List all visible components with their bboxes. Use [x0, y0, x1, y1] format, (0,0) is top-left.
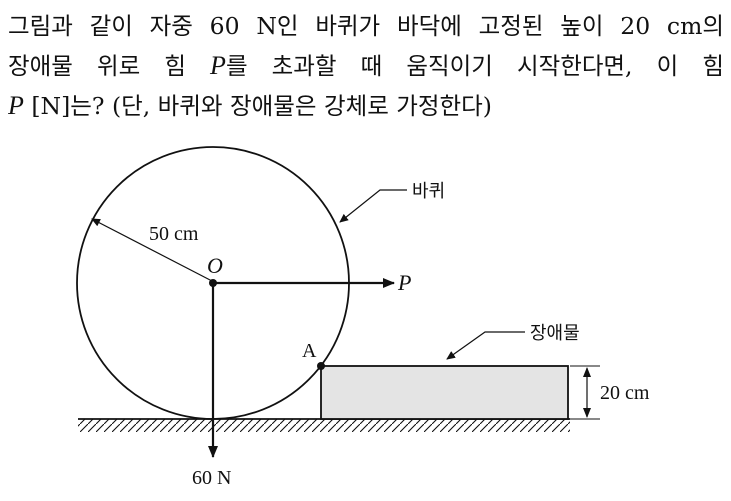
ground-hatch — [78, 419, 570, 432]
problem-line-1: 그림과 같이 자중 60 N인 바퀴가 바닥에 고정된 높이 20 cm의 — [8, 12, 724, 40]
obstacle-block — [320, 365, 569, 420]
radius-dimension-line — [91, 218, 213, 282]
force-p-label: P — [397, 270, 411, 295]
wheel-leader-line — [339, 189, 407, 223]
force-variable-p: P — [210, 51, 226, 80]
height-label: 20 cm — [600, 382, 650, 404]
problem-text: 그림과 같이 자중 60 N인 바퀴가 바닥에 고정된 높이 20 cm의 장애… — [8, 6, 724, 126]
wheel-label: 바퀴 — [412, 181, 445, 202]
center-point — [209, 279, 217, 287]
contact-point-a — [317, 362, 325, 370]
problem-line-2: 장애물 위로 힘 P를 초과할 때 움직이기 시작한다면, 이 힘 — [8, 46, 724, 86]
obstacle-leader-line — [446, 331, 525, 360]
force-variable-p-2: P — [8, 91, 24, 120]
problem-line-3-text: [N]는? (단, 바퀴와 장애물은 강체로 가정한다) — [23, 92, 492, 120]
radius-label: 50 cm — [149, 223, 199, 245]
center-label: O — [207, 253, 223, 278]
problem-line-2-text-a: 장애물 위로 힘 — [8, 52, 211, 80]
weight-label: 60 N — [192, 467, 231, 489]
obstacle-label: 장애물 — [530, 323, 580, 344]
contact-point-label: A — [302, 340, 317, 362]
problem-line-3: P [N]는? (단, 바퀴와 장애물은 강체로 가정한다) — [8, 86, 724, 126]
problem-line-2-text-b: 를 초과할 때 움직이기 시작한다면, 이 힘 — [225, 52, 724, 80]
